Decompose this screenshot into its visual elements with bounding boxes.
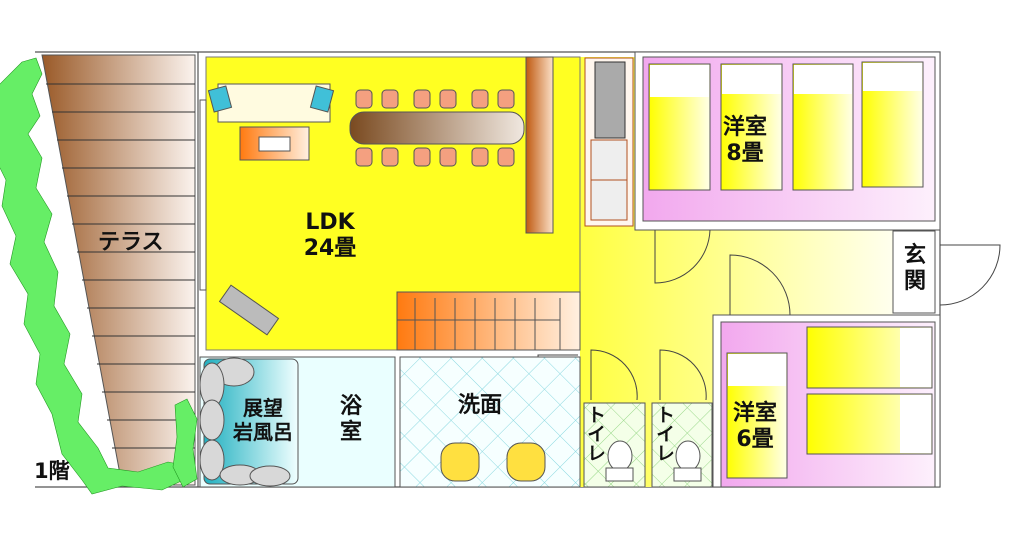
rock-bath-label-line1: 展望: [243, 396, 283, 420]
dining-table: [349, 89, 525, 167]
entrance-label-line2: 関: [903, 269, 926, 294]
bedroom-8-label: 洋室 8畳: [712, 115, 778, 167]
rock-bath-label: 展望 岩風呂: [218, 396, 308, 444]
ldk-label: LDK 24畳: [295, 210, 365, 262]
toilets: [583, 402, 713, 488]
bedroom-6-size: 6畳: [736, 427, 774, 452]
terrace: [0, 54, 198, 495]
ivy: [0, 57, 198, 495]
washroom-label: 洗面: [458, 393, 503, 418]
rock-bath-label-line2: 岩風呂: [233, 420, 293, 444]
entrance-label-line1: 玄: [903, 243, 926, 268]
bedroom-8-size: 8畳: [726, 141, 764, 166]
toilet-1-label: トイレ: [584, 405, 606, 462]
terrace-label: テラス: [98, 230, 164, 255]
bedroom-8: [634, 51, 941, 231]
entrance-label: 玄 関: [900, 243, 930, 295]
entrance: [892, 230, 936, 314]
bath-label: 浴 室: [333, 394, 369, 446]
bedroom-6-label: 洋室 6畳: [722, 401, 788, 453]
bedroom-6: [712, 314, 941, 488]
ldk-size: 24畳: [303, 236, 357, 261]
ldk-name: LDK: [305, 210, 355, 235]
bath-label-line1: 浴: [339, 394, 362, 419]
floor-label: 1階: [34, 459, 70, 483]
washroom: [399, 356, 581, 488]
bath-label-line2: 室: [339, 420, 362, 445]
bedroom-6-name: 洋室: [732, 401, 777, 426]
toilet-2-label: トイレ: [653, 405, 675, 462]
bath: [199, 356, 396, 488]
bedroom-8-name: 洋室: [722, 115, 767, 140]
